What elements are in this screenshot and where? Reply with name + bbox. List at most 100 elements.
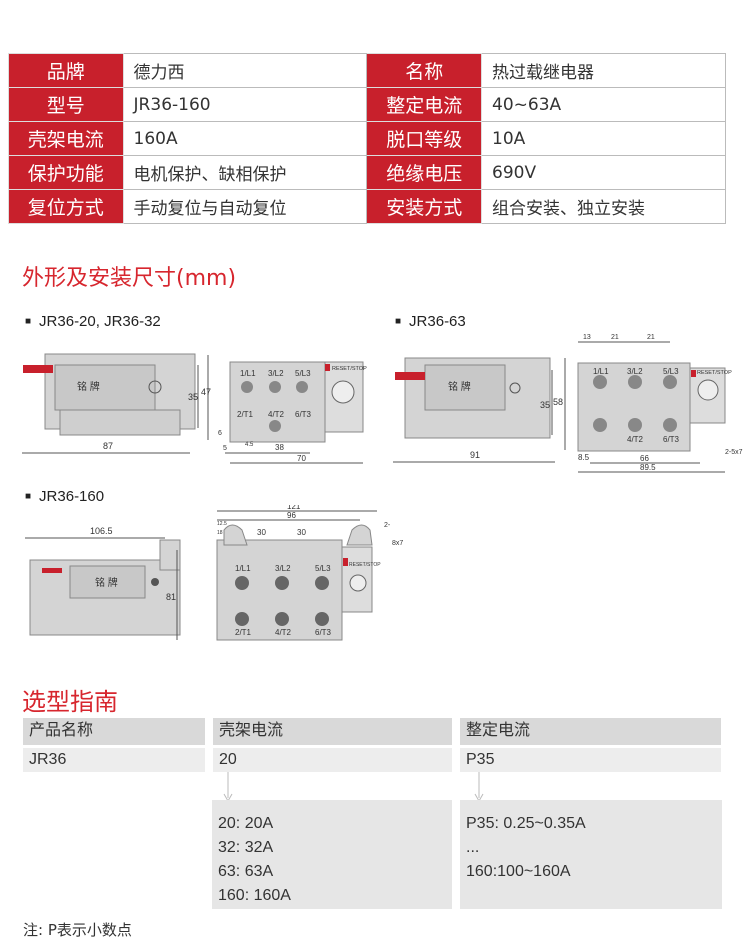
svg-text:106.5: 106.5 [90, 526, 113, 536]
svg-text:8x7: 8x7 [392, 540, 403, 547]
svg-text:4/T2: 4/T2 [627, 435, 644, 444]
frame-option: 160: 160A [218, 887, 291, 904]
dimensions-title: 外形及安装尺寸(mm) [22, 266, 237, 291]
jr36-160-front-drawing: RESET/STOP 1/L1 3/L2 5/L3 2/T1 4/T2 6/T3… [216, 505, 403, 641]
svg-text:2/T1: 2/T1 [237, 410, 254, 419]
model-label-jr36-160: JR36-160 [25, 488, 104, 505]
spec-value: 40~63A [481, 87, 726, 122]
svg-text:18: 18 [217, 530, 223, 536]
footnote: 注: P表示小数点 [23, 921, 132, 939]
spec-label: 复位方式 [8, 189, 124, 224]
frame-option: 32: 32A [218, 839, 274, 856]
svg-text:89.5: 89.5 [640, 463, 656, 472]
svg-text:5/L3: 5/L3 [663, 367, 679, 376]
svg-text:8.5: 8.5 [578, 453, 590, 462]
spec-value: 160A [122, 121, 368, 156]
svg-text:6: 6 [218, 430, 222, 437]
spec-value: JR36-160 [122, 87, 368, 122]
svg-text:6/T3: 6/T3 [295, 410, 312, 419]
setting-option: 160:100~160A [466, 863, 571, 880]
svg-text:30: 30 [297, 528, 306, 537]
model-label-jr36-63: JR36-63 [395, 313, 466, 330]
frame-current-options: 20: 20A 32: 32A 63: 63A 160: 160A [212, 800, 452, 909]
svg-text:2/T1: 2/T1 [235, 628, 252, 637]
header-setting-current: 整定电流 [460, 718, 721, 745]
header-product-name: 产品名称 [23, 718, 205, 745]
spec-label: 壳架电流 [8, 121, 124, 156]
svg-text:70: 70 [297, 454, 306, 463]
arrow-down-icon [474, 772, 484, 802]
spec-value: 10A [481, 121, 726, 156]
svg-text:87: 87 [103, 441, 113, 451]
svg-text:47: 47 [201, 387, 211, 397]
svg-text:5/L3: 5/L3 [295, 369, 311, 378]
svg-text:3/L2: 3/L2 [275, 564, 291, 573]
svg-text:RESET/STOP: RESET/STOP [697, 370, 732, 376]
example-setting-current: P35 [460, 748, 721, 772]
svg-text:1/L1: 1/L1 [240, 369, 256, 378]
spec-label: 名称 [366, 53, 483, 88]
svg-text:12.5: 12.5 [217, 521, 227, 527]
spec-value: 德力西 [122, 53, 368, 88]
jr36-160-side-drawing: 铭 牌 106.5 81 [25, 526, 181, 640]
header-frame-current: 壳架电流 [213, 718, 452, 745]
svg-text:66: 66 [640, 454, 649, 463]
svg-text:铭 牌: 铭 牌 [448, 380, 471, 393]
svg-text:81: 81 [166, 592, 176, 602]
setting-option: P35: 0.25~0.35A [466, 815, 586, 832]
svg-text:35: 35 [188, 392, 198, 402]
selection-title: 选型指南 [22, 688, 118, 716]
spec-label: 品牌 [8, 53, 124, 88]
svg-text:4/T2: 4/T2 [275, 628, 292, 637]
svg-text:5/L3: 5/L3 [315, 564, 331, 573]
spec-value: 手动复位与自动复位 [122, 189, 368, 224]
spec-value: 组合安装、独立安装 [481, 189, 726, 224]
spec-label: 整定电流 [366, 87, 483, 122]
example-product-name: JR36 [23, 748, 205, 772]
svg-text:96: 96 [287, 511, 296, 520]
svg-text:35: 35 [540, 400, 550, 410]
svg-text:3/L2: 3/L2 [268, 369, 284, 378]
jr36-20-front-drawing: RESET/STOP 1/L1 3/L2 5/L3 2/T1 4/T2 6/T3… [218, 361, 367, 464]
svg-text:1/L1: 1/L1 [593, 367, 609, 376]
model-label-jr36-20: JR36-20, JR36-32 [25, 313, 161, 330]
jr36-20-side-drawing: 铭 牌 87 35 47 [22, 353, 211, 454]
svg-text:2-: 2- [384, 522, 391, 529]
spec-row: 复位方式手动复位与自动复位安装方式组合安装、独立安装 [8, 189, 726, 224]
spec-value: 热过载继电器 [481, 53, 726, 88]
spec-label: 型号 [8, 87, 124, 122]
spec-label: 保护功能 [8, 155, 124, 190]
svg-text:38: 38 [275, 443, 284, 452]
frame-option: 63: 63A [218, 863, 274, 880]
svg-text:5: 5 [223, 445, 227, 452]
svg-text:13: 13 [583, 334, 591, 341]
arrow-down-icon [223, 772, 233, 802]
spec-label: 安装方式 [366, 189, 483, 224]
svg-text:1/L1: 1/L1 [235, 564, 251, 573]
spec-row: 品牌德力西名称热过载继电器 [8, 53, 726, 88]
svg-text:4/T2: 4/T2 [268, 410, 285, 419]
jr36-63-side-drawing: 铭 牌 91 35 58 [393, 357, 566, 463]
svg-text:3/L2: 3/L2 [627, 367, 643, 376]
svg-text:RESET/STOP: RESET/STOP [332, 366, 367, 372]
spec-value: 电机保护、缺相保护 [122, 155, 368, 190]
svg-text:21: 21 [611, 334, 619, 341]
svg-text:RESET/STOP: RESET/STOP [349, 562, 381, 568]
svg-text:121: 121 [287, 505, 301, 511]
svg-text:铭 牌: 铭 牌 [77, 380, 100, 393]
svg-text:4.5: 4.5 [245, 442, 254, 448]
frame-option: 20: 20A [218, 815, 274, 832]
svg-text:2-5x7: 2-5x7 [725, 449, 743, 456]
svg-text:58: 58 [553, 397, 563, 407]
svg-text:91: 91 [470, 450, 480, 460]
setting-current-options: P35: 0.25~0.35A ... 160:100~160A [460, 800, 722, 909]
svg-text:30: 30 [257, 528, 266, 537]
svg-text:21: 21 [647, 334, 655, 341]
spec-label: 绝缘电压 [366, 155, 483, 190]
svg-text:铭 牌: 铭 牌 [95, 576, 118, 589]
